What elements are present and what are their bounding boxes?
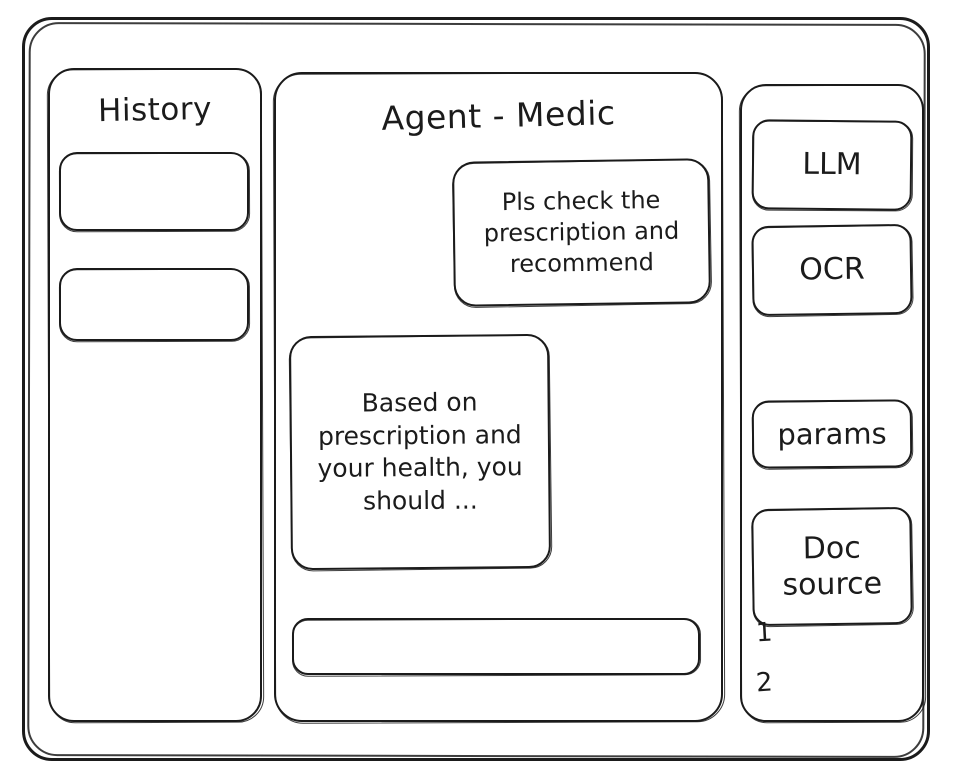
window-frame <box>22 17 930 761</box>
tool-card-doc-source[interactable]: Doc source <box>751 506 913 627</box>
history-panel <box>48 68 262 722</box>
user-message-bubble: Pls check the prescription and recommend <box>452 158 711 307</box>
tool-card-label: params <box>777 416 887 452</box>
doc-source-list-item[interactable]: 1 <box>755 617 774 649</box>
tools-panel <box>740 84 924 722</box>
tool-card-label: Doc source <box>782 530 883 603</box>
tool-card-label: OCR <box>799 251 865 288</box>
chat-panel <box>274 72 723 722</box>
user-message-text: Pls check the prescription and recommend <box>483 185 680 279</box>
doc-source-list-item[interactable]: 2 <box>754 667 774 699</box>
tool-card-params[interactable]: params <box>751 399 913 469</box>
tool-card-ocr[interactable]: OCR <box>751 223 913 317</box>
history-list-item[interactable] <box>59 152 249 231</box>
message-input[interactable] <box>292 618 700 675</box>
agent-message-bubble: Based on prescription and your health, y… <box>288 333 552 571</box>
history-list-item[interactable] <box>59 268 249 341</box>
history-panel-title: History <box>97 90 213 130</box>
agent-message-text: Based on prescription and your health, y… <box>317 387 523 515</box>
tool-card-llm[interactable]: LLM <box>751 119 913 211</box>
tool-card-label: LLM <box>802 146 862 183</box>
